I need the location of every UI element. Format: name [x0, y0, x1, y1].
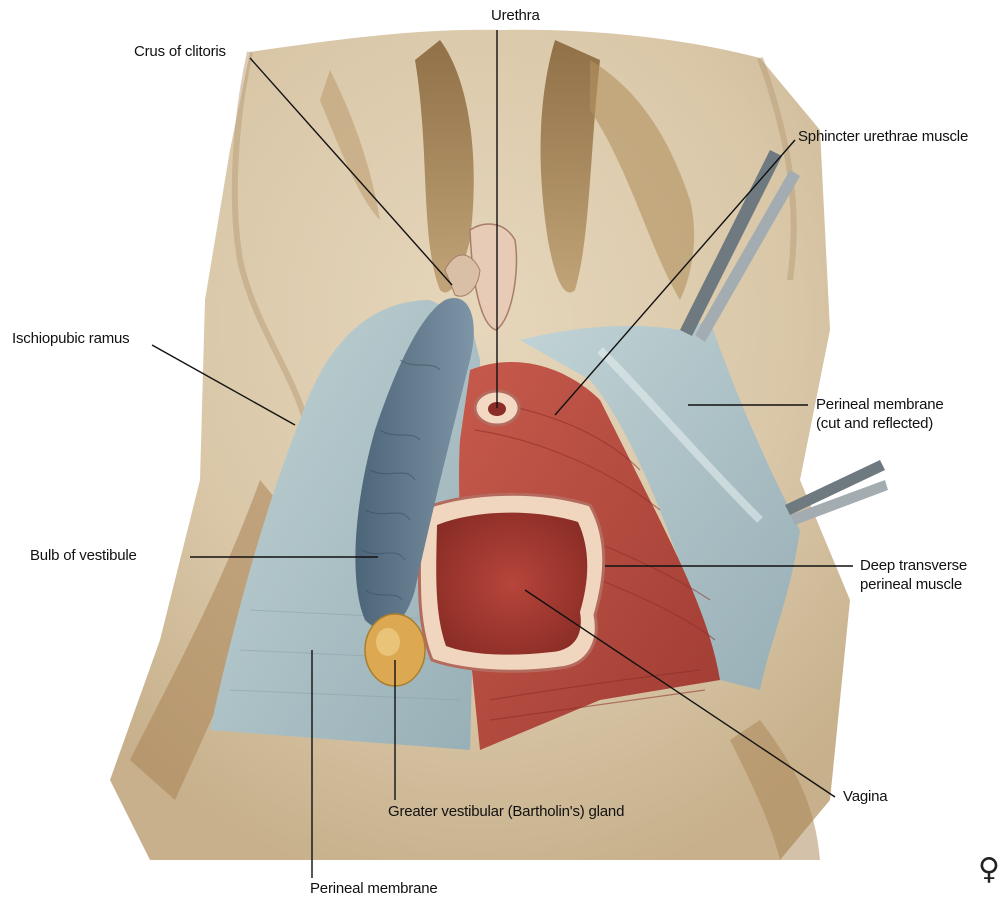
- label-perineal-membrane-reflected-line2: (cut and reflected): [816, 414, 944, 433]
- label-bulb-of-vestibule: Bulb of vestibule: [30, 546, 137, 565]
- label-perineal-membrane-reflected-line1: Perineal membrane: [816, 395, 944, 414]
- label-deep-transverse-line1: Deep transverse: [860, 556, 967, 575]
- vagina: [419, 494, 603, 671]
- label-deep-transverse-perineal-muscle: Deep transverse perineal muscle: [860, 556, 967, 594]
- label-ischiopubic-ramus: Ischiopubic ramus: [12, 329, 130, 348]
- label-sphincter-urethrae-muscle: Sphincter urethrae muscle: [798, 127, 968, 146]
- label-greater-vestibular-gland: Greater vestibular (Bartholin's) gland: [388, 802, 624, 821]
- artist-signature: ♀: [978, 852, 1000, 887]
- label-perineal-membrane-reflected: Perineal membrane (cut and reflected): [816, 395, 944, 433]
- label-perineal-membrane-bottom: Perineal membrane: [310, 879, 438, 898]
- label-deep-transverse-line2: perineal muscle: [860, 575, 967, 594]
- label-urethra: Urethra: [491, 6, 540, 25]
- label-crus-of-clitoris: Crus of clitoris: [134, 42, 226, 61]
- label-vagina: Vagina: [843, 787, 887, 806]
